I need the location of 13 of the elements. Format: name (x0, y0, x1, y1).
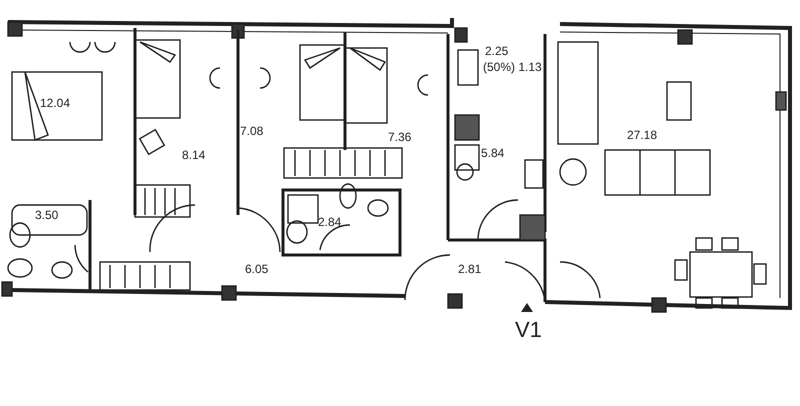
room-area: (50%) 1.13 (483, 60, 542, 74)
room-area: 8.14 (182, 148, 206, 162)
room-area: 2.81 (458, 262, 482, 276)
room-area: 2.25 (485, 44, 508, 58)
room-area: 5.84 (481, 146, 504, 160)
room-area: 6.05 (245, 262, 268, 276)
room-area: 7.36 (388, 130, 412, 144)
room-area: 12.04 (40, 96, 70, 110)
room-area: 27.18 (627, 128, 658, 142)
room-area: 7.08 (240, 124, 264, 138)
entrance-label: V1 (515, 318, 542, 342)
room-area: 2.84 (318, 215, 342, 229)
room-area: 3.50 (35, 208, 58, 222)
